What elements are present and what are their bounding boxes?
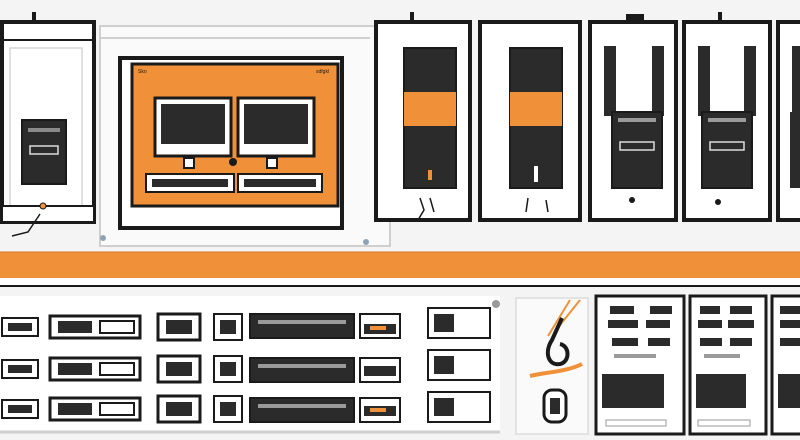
cable-hook-panel [515,297,589,435]
server-unit-6 [682,12,772,222]
orange-divider-band [0,252,800,278]
panel-label-right: sdfgkl [316,69,329,75]
server-unit-7 [776,20,800,222]
mini-monitor-right [236,96,316,169]
orange-stripe [404,92,456,126]
patch-panel-2 [688,294,768,436]
shelf-strip [0,278,800,286]
orange-stripe [510,92,562,126]
power-led [39,202,47,210]
server-unit-1 [0,12,96,237]
monitor-panel-unit: Sko sdfgkl [100,56,344,241]
panel-label-left: Sko [138,69,147,75]
server-unit-4 [478,20,582,222]
drive-bay-bank [0,296,500,434]
patch-panel-1 [594,294,686,436]
mini-monitor-left [153,96,233,169]
server-unit-3 [363,12,472,245]
server-unit-5 [588,14,678,222]
patch-panel-3 [770,294,800,436]
